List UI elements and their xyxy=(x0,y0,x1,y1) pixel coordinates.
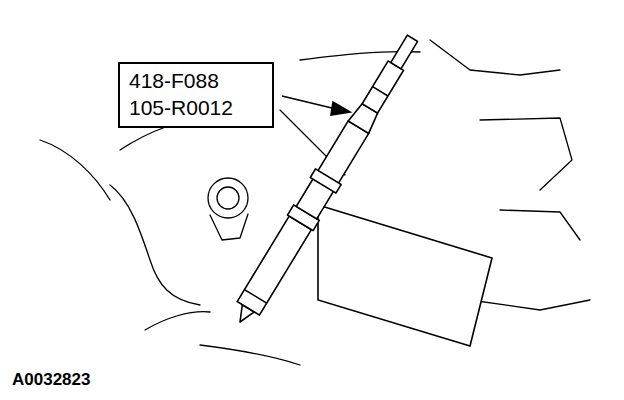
callout-box: 418-F088105-R0012 xyxy=(118,62,274,128)
figure-number: A0032823 xyxy=(12,370,90,390)
tool-number: 418-F088 xyxy=(129,67,263,94)
tool-number: 105-R0012 xyxy=(129,94,263,121)
